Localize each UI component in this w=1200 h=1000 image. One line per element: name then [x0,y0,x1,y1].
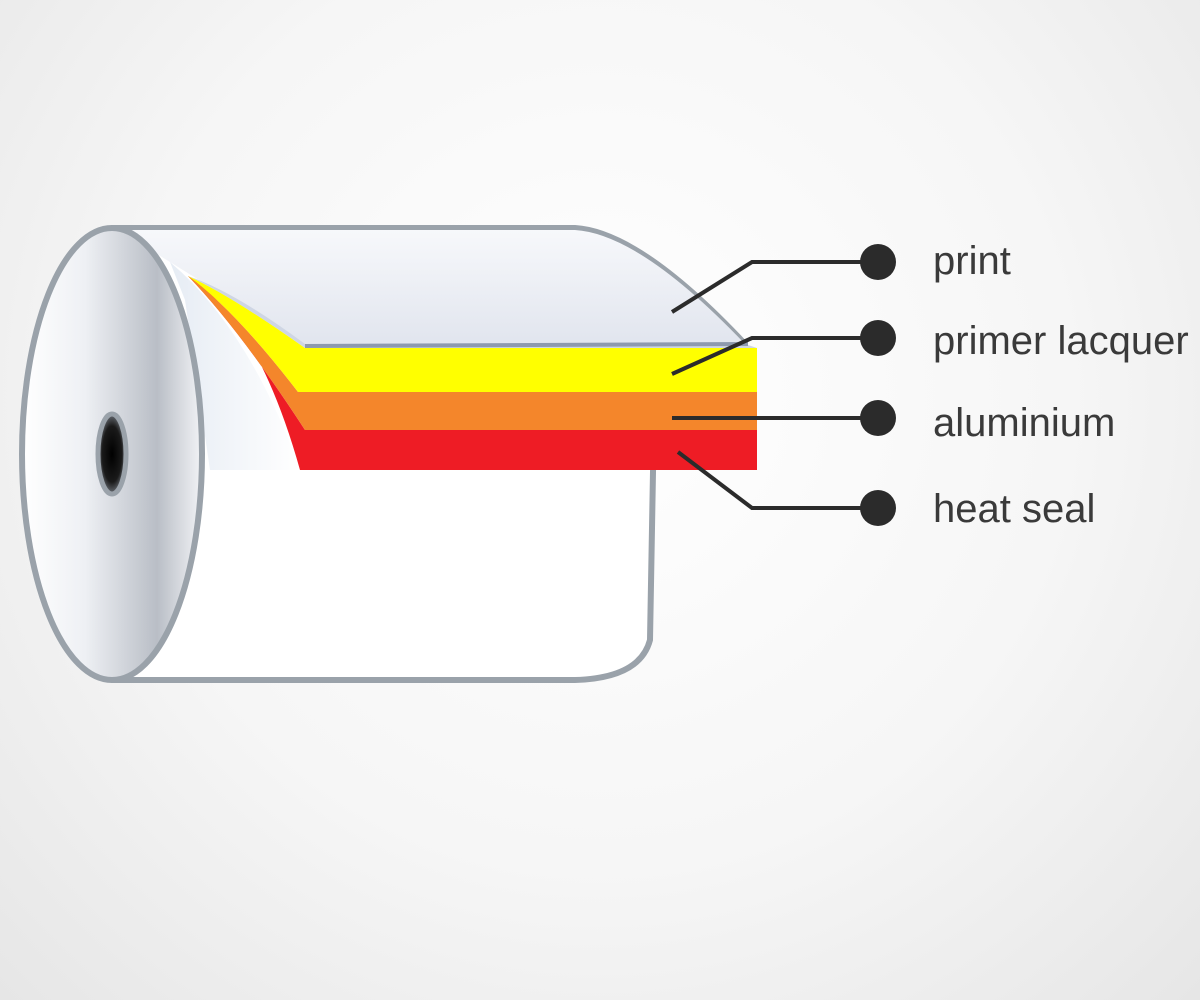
label-primer-lacquer: primer lacquer [933,319,1189,363]
leader-line-primer-lacquer [671,336,878,376]
layer-primer-lacquer [188,276,757,392]
leader-line-heat-seal [676,450,878,510]
label-heat-seal: heat seal [933,487,1095,531]
roll-endcap [19,225,205,683]
dot-heat-seal [860,490,896,526]
layer-labels: print primer lacquer aluminium heat seal [933,239,1189,531]
leader-lines [670,260,878,510]
label-print: print [933,239,1011,283]
layer-heat-seal [188,276,757,470]
callout-dots [860,244,896,526]
layer-aluminium [188,276,757,430]
label-aluminium: aluminium [933,401,1115,445]
dot-aluminium [860,400,896,436]
leader-line-print [670,260,878,314]
foil-layers [188,276,757,470]
core-hole [95,411,129,497]
roll-top-surface [118,230,745,346]
print-top-edge [304,342,749,348]
dot-print [860,244,896,280]
dot-primer-lacquer [860,320,896,356]
